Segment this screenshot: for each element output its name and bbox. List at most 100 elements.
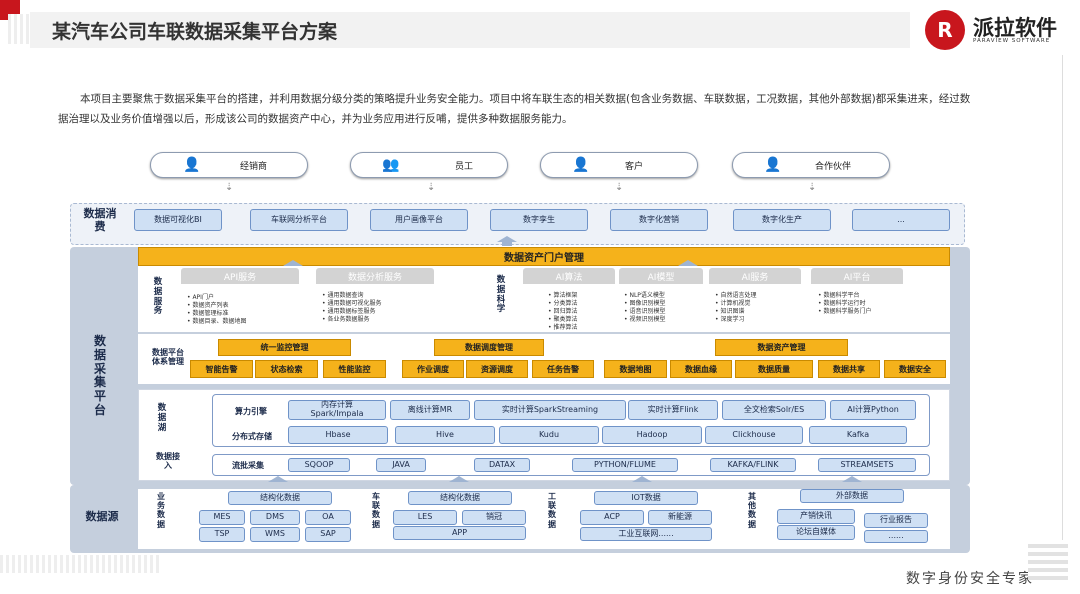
ingest-item: KAFKA/FLINK — [710, 458, 796, 472]
analysis-service-tab: 数据分析服务 — [316, 268, 434, 284]
ingest-item: STREAMSETS — [818, 458, 916, 472]
api-service-list: API门户 数据资产列表 数据管理标准 数据目录、数据地图 — [187, 294, 246, 326]
source-head: IOT数据 — [594, 491, 698, 505]
source-item: 行业报告 — [864, 513, 928, 528]
mgmt-item: 数据质量 — [735, 360, 813, 378]
mgmt-item: 智能告警 — [190, 360, 253, 378]
mgmt-item: 数据安全 — [884, 360, 946, 378]
up-arrow-icon — [268, 476, 288, 482]
compute-item: 实时计算Flink — [628, 400, 718, 420]
up-arrow-icon — [497, 236, 517, 246]
person-icon: 👤 — [572, 157, 590, 173]
person-icon: 👤 — [183, 157, 201, 173]
science-tab: AI算法 — [523, 268, 615, 284]
storage-item: Kudu — [499, 426, 599, 444]
compute-label: 算力引擎 — [235, 407, 267, 416]
down-arrow-icon: ⇣ — [225, 182, 234, 193]
science-tab: AI模型 — [619, 268, 703, 284]
down-arrow-icon: ⇣ — [427, 182, 436, 193]
source-item: 新能源 — [648, 510, 712, 525]
stream-label: 流批采集 — [232, 461, 264, 470]
compute-item: 内存计算 Spark/Impala — [288, 400, 386, 420]
up-arrow-icon — [678, 260, 698, 266]
ingest-item: PYTHON/FLUME — [572, 458, 678, 472]
source-item: ...... — [864, 530, 928, 543]
consume-item: 数字化营销 — [610, 209, 708, 231]
header-divider — [1062, 55, 1063, 575]
intro-text: 本项目主要聚焦于数据采集平台的搭建，并利用数据分级分类的策略提升业务安全能力。项… — [58, 93, 971, 125]
logo-name: 派拉软件 — [973, 16, 1057, 40]
compute-item: 实时计算SparkStreaming — [474, 400, 626, 420]
consume-item: 数字化生产 — [733, 209, 831, 231]
compute-item: AI计算Python — [830, 400, 916, 420]
mgmt-head: 数据调度管理 — [434, 339, 544, 356]
person-icon: 👤 — [764, 157, 782, 173]
mgmt-label: 数据平台体系管理 — [152, 348, 184, 367]
page-title: 某汽车公司车联数据采集平台方案 — [52, 21, 338, 43]
science-list: NLP语义模型 图像识别模型 语音识别模型 视频识别模型 — [624, 292, 665, 324]
science-list: 数据科学平台 数据科学运行时 数据科学服务门户 — [818, 292, 871, 316]
consume-item: 数字孪生 — [490, 209, 588, 231]
down-arrow-icon: ⇣ — [808, 182, 817, 193]
title-bar — [30, 12, 910, 48]
mgmt-item: 性能监控 — [323, 360, 386, 378]
storage-item: Hive — [395, 426, 495, 444]
platform-label: 数据采集平台 — [93, 334, 106, 417]
source-group-label: 车联数据 — [372, 492, 380, 529]
science-list: 自然语言处理 计算机视觉 知识图谱 深度学习 — [715, 292, 756, 324]
user-pill-partner — [732, 152, 890, 178]
footer-decor — [1028, 540, 1068, 580]
source-item: LES — [393, 510, 457, 525]
mgmt-item: 数据血缘 — [670, 360, 732, 378]
compute-item: 离线计算MR — [390, 400, 470, 420]
storage-item: Kafka — [809, 426, 907, 444]
source-label: 数据源 — [85, 510, 119, 523]
ingest-label: 数据接入 — [156, 452, 180, 471]
up-arrow-icon — [842, 476, 862, 482]
consume-item: 用户画像平台 — [370, 209, 468, 231]
down-arrow-icon: ⇣ — [615, 182, 624, 193]
mgmt-head: 数据资产管理 — [715, 339, 848, 356]
user-pill-customer — [540, 152, 698, 178]
logo-sub: PARAVIEW SOFTWARE — [973, 38, 1051, 44]
mgmt-item: 任务告警 — [532, 360, 594, 378]
mgmt-item: 状态检索 — [255, 360, 318, 378]
consume-item: 车联网分析平台 — [250, 209, 348, 231]
mgmt-item: 数据共享 — [818, 360, 880, 378]
science-list: 算法框架 分类算法 回归算法 聚类算法 推荐算法 — [548, 292, 577, 332]
user-pill-dealer — [150, 152, 308, 178]
api-service-tab: API服务 — [181, 268, 299, 284]
science-label: 数据科学 — [496, 275, 506, 315]
consume-item: 数据可视化BI — [134, 209, 222, 231]
source-item: 销冠 — [462, 510, 526, 525]
source-item: OA — [305, 510, 351, 525]
company-logo: R 派拉软件 PARAVIEW SOFTWARE — [925, 10, 1075, 50]
source-item: APP — [393, 526, 526, 540]
group-icon: 👥 — [382, 157, 400, 173]
up-arrow-icon — [632, 476, 652, 482]
lake-label: 数据湖 — [157, 403, 167, 433]
user-label: 合作伙伴 — [815, 162, 852, 172]
ingest-item: JAVA — [376, 458, 426, 472]
footer-decor — [0, 555, 160, 573]
source-item: WMS — [250, 527, 300, 542]
source-item: ACP — [580, 510, 644, 525]
user-label: 员工 — [455, 162, 474, 172]
source-head: 外部数据 — [800, 489, 904, 503]
portal-bar: 数据资产门户管理 — [138, 247, 950, 266]
source-group-label: 其他数据 — [748, 492, 756, 529]
mgmt-head: 统一监控管理 — [218, 339, 351, 356]
consume-label: 数据消费 — [83, 207, 117, 233]
source-item: MES — [199, 510, 245, 525]
source-head: 结构化数据 — [408, 491, 512, 505]
storage-item: Hadoop — [602, 426, 702, 444]
user-label: 客户 — [625, 162, 644, 172]
up-arrow-icon — [449, 476, 469, 482]
source-item: 产销快讯 — [777, 509, 855, 524]
analysis-service-list: 通用数据查询 通用数据可视化服务 通用数据标签服务 各业务数据服务 — [322, 292, 381, 324]
mgmt-item: 作业调度 — [402, 360, 464, 378]
lake-box — [212, 394, 930, 447]
user-label: 经销商 — [240, 162, 268, 172]
science-tab: AI服务 — [709, 268, 801, 284]
science-tab: AI平台 — [811, 268, 903, 284]
